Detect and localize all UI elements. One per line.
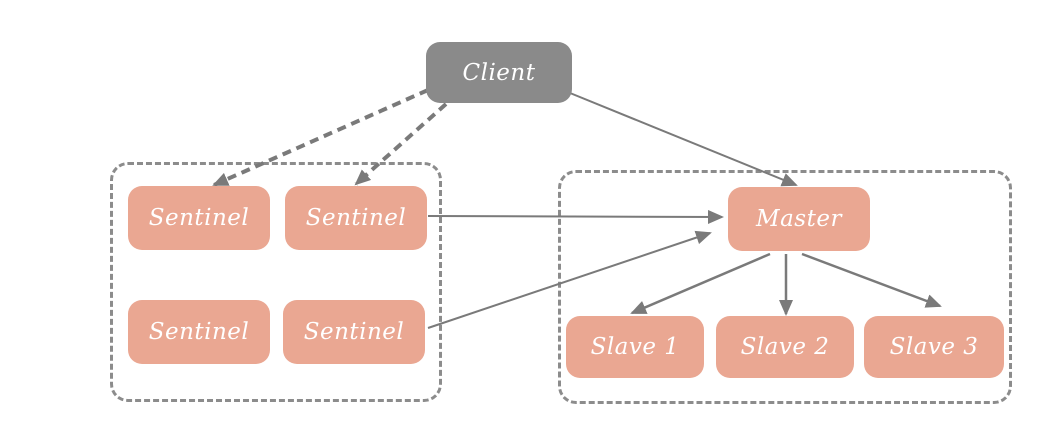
sentinel-node-2: Sentinel bbox=[285, 186, 427, 250]
slave-node-1: Slave 1 bbox=[566, 316, 704, 378]
sentinel-node-4: Sentinel bbox=[283, 300, 425, 364]
slave-label: Slave 3 bbox=[889, 334, 979, 360]
client-label: Client bbox=[462, 59, 536, 86]
sentinel-label: Sentinel bbox=[305, 205, 407, 231]
client-node: Client bbox=[426, 42, 572, 103]
slave-node-2: Slave 2 bbox=[716, 316, 854, 378]
slave-node-3: Slave 3 bbox=[864, 316, 1004, 378]
sentinel-label: Sentinel bbox=[303, 319, 405, 345]
slave-label: Slave 2 bbox=[740, 334, 830, 360]
master-label: Master bbox=[756, 206, 842, 232]
sentinel-label: Sentinel bbox=[148, 319, 250, 345]
sentinel-node-3: Sentinel bbox=[128, 300, 270, 364]
slave-label: Slave 1 bbox=[590, 334, 680, 360]
sentinel-node-1: Sentinel bbox=[128, 186, 270, 250]
sentinel-label: Sentinel bbox=[148, 205, 250, 231]
master-node: Master bbox=[728, 187, 870, 251]
